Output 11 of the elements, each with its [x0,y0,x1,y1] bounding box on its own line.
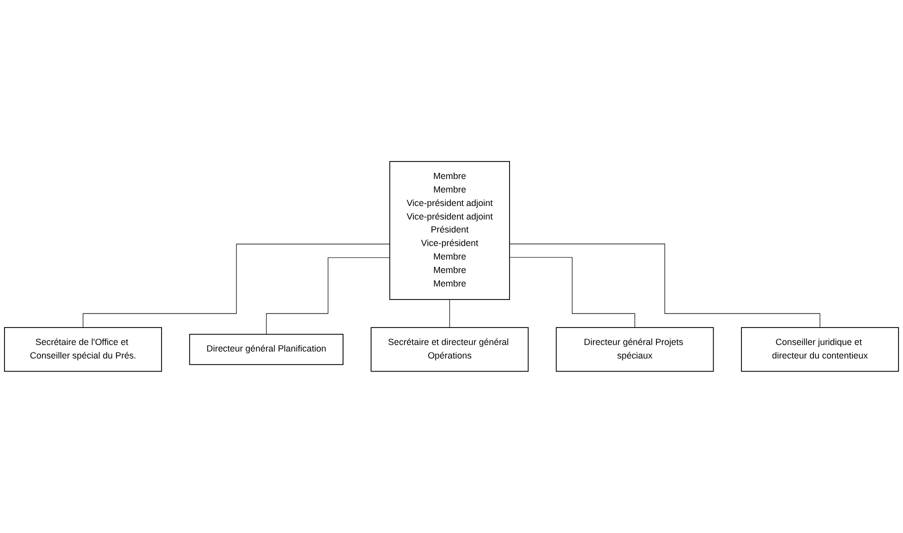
node-box: Membre Membre Vice-président adjoint Vice-président adjoint Président Vice-président Membre Membre Membre [389,161,510,300]
connector [509,257,636,328]
node-box: Conseiller juridique et directeur du contentieux [741,327,899,372]
node-box: Secrétaire et directeur général Opérations [370,327,529,372]
connector [449,299,450,328]
connector [509,244,820,328]
connector [82,244,390,328]
node-box: Directeur général Planification [189,334,344,366]
connector [266,257,390,335]
node-box: Directeur général Projets spéciaux [556,327,714,372]
node-box: Secrétaire de l'Office et Conseiller spécial du Prés. [4,327,162,372]
